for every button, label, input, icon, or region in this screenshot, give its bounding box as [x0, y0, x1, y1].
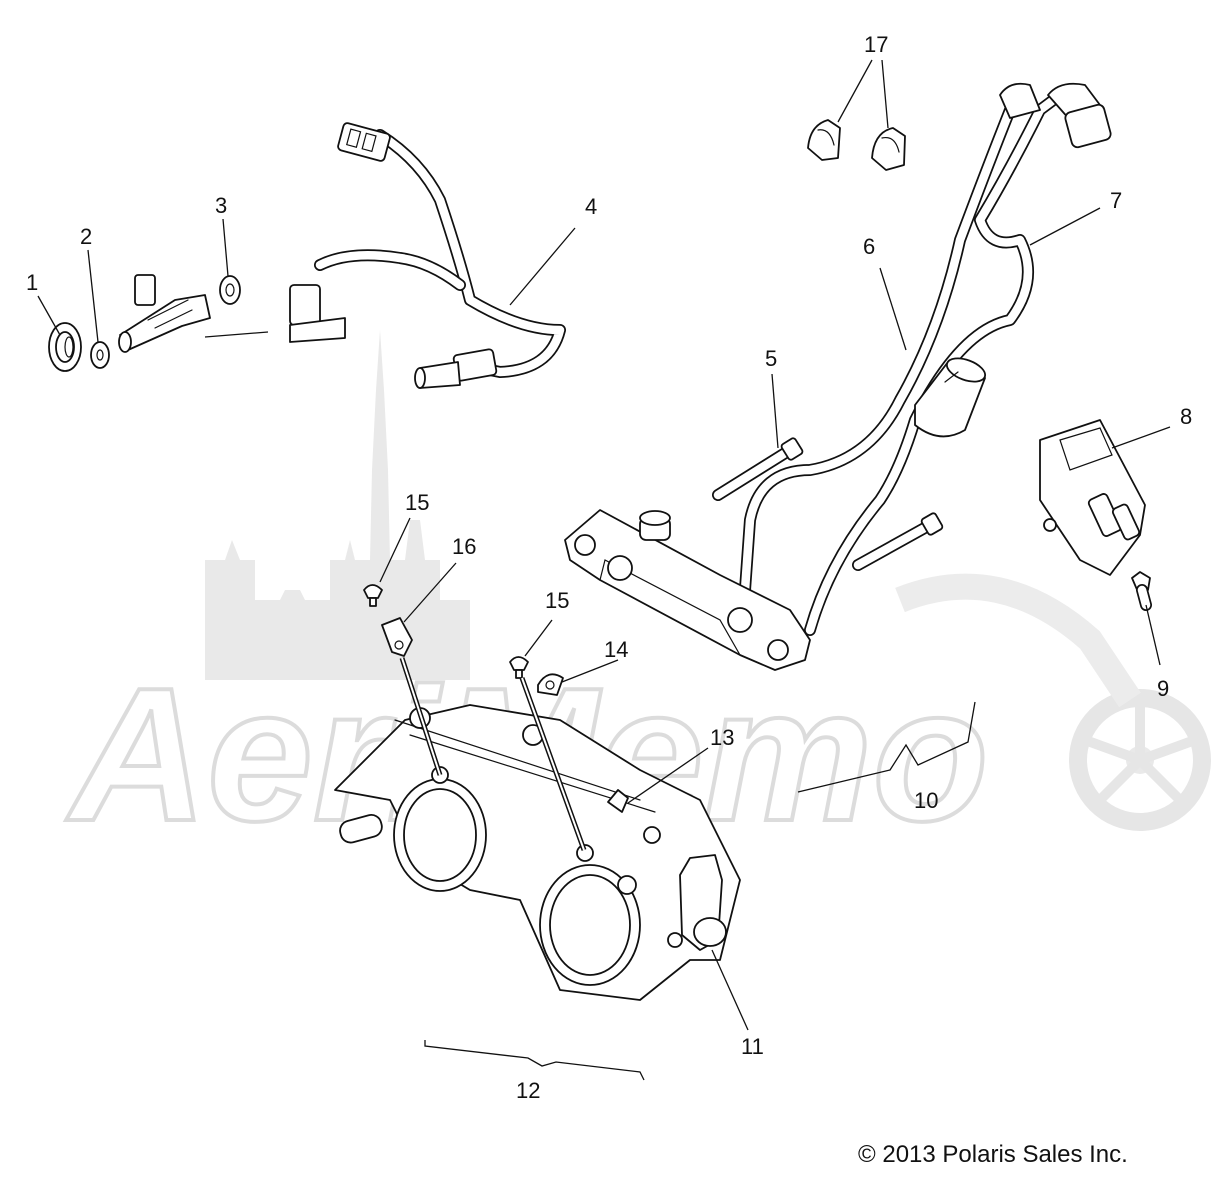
hose-clamp-right: [871, 127, 906, 171]
fuel-hose-supply: [739, 89, 1026, 596]
leader-lines: [37, 59, 1171, 1081]
callout-4: 4: [585, 194, 597, 219]
callout-3: 3: [215, 193, 227, 218]
callout-8: 8: [1180, 404, 1192, 429]
bracket: [381, 617, 413, 657]
fuel-hose-return: [804, 89, 1066, 636]
pressure-regulator: [1039, 419, 1146, 576]
washer: [90, 341, 110, 369]
callout-11: 11: [741, 1034, 764, 1059]
screw-left: [363, 584, 383, 607]
assembly-guide-lines: [399, 657, 587, 851]
fuel-injector: [118, 274, 269, 353]
callout-15-right: 15: [545, 588, 569, 613]
fuel-rail-bolt: [712, 437, 804, 501]
callout-6: 6: [863, 234, 875, 259]
callout-15-left: 15: [405, 490, 429, 515]
copyright-notice: © 2013 Polaris Sales Inc.: [858, 1141, 1128, 1168]
p-clip: [537, 673, 564, 696]
fuel-rail: [564, 509, 811, 671]
watermark-spokes: [1083, 700, 1197, 809]
callout-5: 5: [765, 346, 777, 371]
mount-bolt: [1131, 571, 1152, 611]
screw-right: [509, 656, 529, 679]
watermark: AeriMemo: [64, 330, 1211, 863]
callout-2: 2: [80, 224, 92, 249]
throttle-cable-clamp: [607, 789, 629, 813]
watermark-frame: [895, 573, 1141, 708]
callout-7: 7: [1110, 188, 1122, 213]
callout-17: 17: [864, 32, 888, 57]
callout-labels: 1 2 3 4 5 6 7 8 9 10 11 12 13 14 15 15 1…: [26, 32, 1192, 1103]
injector-harness: [289, 122, 566, 389]
fuel-filter: [914, 357, 987, 438]
callout-12: 12: [516, 1078, 540, 1103]
watermark-text: AeriMemo: [66, 649, 989, 861]
hose-end-fittings: [999, 82, 1112, 149]
callout-9: 9: [1157, 676, 1169, 701]
washer-small: [219, 275, 241, 305]
callout-16: 16: [452, 534, 476, 559]
callout-10: 10: [914, 788, 938, 813]
watermark-wheel: [1069, 689, 1211, 831]
callout-1: 1: [26, 270, 38, 295]
watermark-skyline: [205, 330, 470, 680]
callout-13: 13: [710, 725, 734, 750]
fuel-rail-bolt-lower: [852, 512, 944, 571]
hose-clamp-left: [807, 119, 841, 161]
seal-o-ring: [48, 322, 82, 372]
callout-14: 14: [604, 637, 628, 662]
